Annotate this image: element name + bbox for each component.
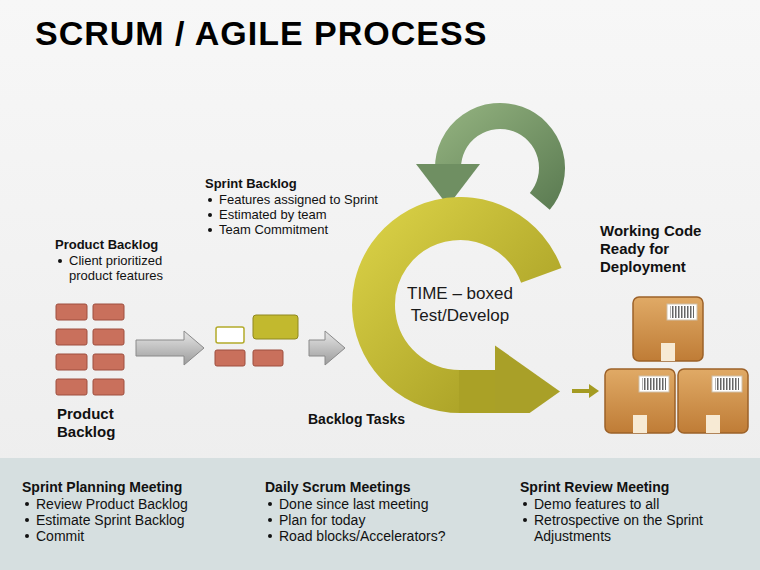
timebox-cycle: TIME – boxed Test/Develop [352, 197, 568, 413]
sprint-item [215, 350, 245, 366]
node-text: Product Backlog [55, 237, 205, 253]
bullet-row: Retrospective on the Sprint Adjustments [520, 512, 745, 544]
node-text: Done since last meeting [279, 496, 428, 512]
text-holder: Product Backlog [55, 237, 205, 253]
node-text: Features assigned to Sprint [219, 192, 378, 207]
flow-arrow [572, 384, 599, 398]
bullet-dot [25, 518, 29, 522]
bullet-row: Commit [22, 528, 247, 544]
node-text: Sprint Review Meeting [520, 478, 745, 496]
bullet-dot [208, 198, 212, 202]
node-text: Review Product Backlog [36, 496, 188, 512]
bullet-row: Demo features to all [520, 496, 745, 512]
node-text: Product Backlog [57, 405, 129, 441]
bullet-dot [25, 502, 29, 506]
bullet-row: Plan for today [265, 512, 505, 528]
bullet-row: Done since last meeting [265, 496, 505, 512]
meeting-column: Sprint Review MeetingDemo features to al… [520, 478, 745, 544]
cycle-ring-head [495, 346, 560, 414]
flow-arrow [309, 331, 345, 365]
node-text: Commit [36, 528, 84, 544]
bullet-row: Features assigned to Sprint [205, 192, 425, 207]
text-holder: TIME – boxed Test/Develop [390, 283, 530, 327]
bullet-dot [208, 228, 212, 232]
text-holder: Client prioritized product features [55, 253, 185, 283]
sprint-item [216, 327, 244, 343]
sprint-item [253, 350, 283, 366]
text-holder: Product Backlog [57, 405, 129, 441]
backlog-item [56, 354, 87, 370]
connector-line [572, 389, 589, 393]
node-text: TIME – boxed Test/Develop [390, 283, 530, 327]
deployment-packages: Working Code Ready for Deployment [603, 294, 749, 435]
text-holder: Features assigned to Sprint [205, 192, 425, 207]
node-text: Road blocks/Accelerators? [279, 528, 446, 544]
free-label-text: Backlog Tasks [308, 410, 438, 428]
backlog-item [93, 379, 124, 395]
backlog-item [93, 329, 124, 345]
bullet-row: Client prioritized product features [55, 253, 185, 283]
meetings-band: Sprint Planning MeetingReview Product Ba… [0, 458, 760, 570]
meeting-column: Daily Scrum MeetingsDone since last meet… [265, 478, 505, 544]
package-box [678, 369, 748, 433]
node-text: Retrospective on the Sprint Adjustments [534, 512, 703, 544]
bullet-dot [268, 502, 272, 506]
block-arrow [136, 331, 204, 365]
backlog-item [56, 329, 87, 345]
bullet-row: Road blocks/Accelerators? [265, 528, 505, 544]
bullet-dot [268, 534, 272, 538]
bullet-dot [523, 502, 527, 506]
package-box [633, 297, 703, 361]
node-text: Working Code Ready for Deployment [600, 222, 720, 276]
node-text: Estimate Sprint Backlog [36, 512, 185, 528]
backlog-item [93, 304, 124, 320]
bullet-row: Estimate Sprint Backlog [22, 512, 247, 528]
meeting-column: Sprint Planning MeetingReview Product Ba… [22, 478, 247, 544]
product-backlog: Product BacklogClient prioritized produc… [52, 300, 128, 398]
backlog-item [93, 354, 124, 370]
node-text: Sprint Planning Meeting [22, 478, 247, 496]
loop-arrow [448, 116, 552, 201]
node-text: Plan for today [279, 512, 365, 528]
node-text: Sprint Backlog [205, 176, 425, 192]
backlog-item [56, 304, 87, 320]
package-box [605, 369, 675, 433]
backlog-item-grid [56, 304, 124, 395]
backlog-item [56, 379, 87, 395]
bullet-row: Estimated by team [205, 207, 425, 222]
cycle-ring [352, 197, 568, 413]
text-holder: Estimated by team [205, 207, 425, 222]
cycle-ring-shaft [459, 370, 497, 413]
arrow-head [589, 384, 599, 398]
node-text: Daily Scrum Meetings [265, 478, 505, 496]
node-text: Estimated by team [219, 207, 327, 222]
sprint-item [253, 315, 298, 339]
diagram-title: SCRUM / AGILE PROCESS [35, 14, 487, 53]
free-label: Backlog Tasks [308, 410, 438, 428]
node-text: Client prioritized product features [69, 253, 163, 283]
node-text: Team Commitment [219, 222, 328, 237]
bullet-dot [25, 534, 29, 538]
text-holder: Working Code Ready for Deployment [600, 222, 720, 276]
node-text: Demo features to all [534, 496, 659, 512]
block-arrow [309, 331, 345, 365]
bullet-dot [208, 213, 212, 217]
text-holder: Sprint Backlog [205, 176, 425, 192]
flow-arrow [136, 331, 204, 365]
bullet-row: Review Product Backlog [22, 496, 247, 512]
bullet-dot [58, 259, 62, 263]
bullet-dot [523, 518, 527, 522]
bullet-dot [268, 518, 272, 522]
sprint-backlog: Sprint BacklogFeatures assigned to Sprin… [212, 312, 302, 370]
